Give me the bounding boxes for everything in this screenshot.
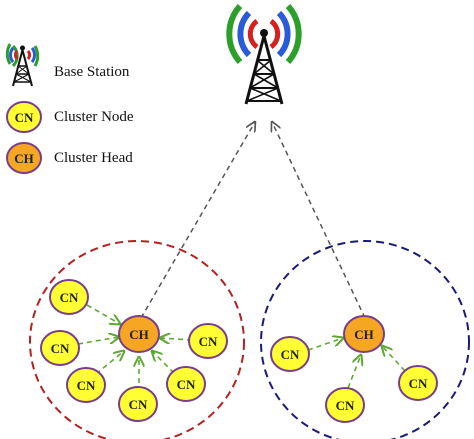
svg-text:CN: CN	[129, 397, 148, 412]
cluster-node: CN	[40, 330, 80, 366]
cluster-head: CH	[343, 315, 385, 353]
svg-text:CN: CN	[281, 347, 300, 362]
svg-text:CN: CN	[177, 377, 196, 392]
legend-base-station-label: Base Station	[54, 64, 130, 80]
cluster-node: CN	[270, 336, 310, 372]
svg-text:CN: CN	[199, 334, 218, 349]
svg-text:CH: CH	[129, 327, 149, 342]
cluster-node-legend-icon: CN	[6, 101, 42, 133]
member-arrows-right	[307, 338, 406, 389]
cluster-right-boundary	[260, 240, 470, 439]
svg-text:CN: CN	[51, 341, 70, 356]
svg-text:CN: CN	[77, 378, 96, 393]
cluster-node: CN	[398, 365, 438, 401]
svg-text:CN: CN	[60, 290, 79, 305]
cluster-node: CN	[49, 279, 89, 315]
cluster-head-legend-icon: CH	[6, 142, 42, 174]
cluster-left-boundary	[29, 240, 245, 439]
svg-text:CH: CH	[14, 151, 34, 166]
cluster-head: CH	[118, 315, 160, 353]
legend: Base Station CN Cluster Node CH Cluster …	[5, 43, 134, 174]
cluster-node: CN	[66, 367, 106, 403]
member-arrows-left	[77, 304, 193, 392]
svg-text:CN: CN	[336, 398, 355, 413]
legend-cluster-head-label: Cluster Head	[54, 150, 133, 166]
uplink-arrow-left	[140, 122, 255, 319]
uplink-arrow-right	[272, 122, 366, 319]
svg-text:CN: CN	[15, 110, 34, 125]
cluster-node: CN	[188, 323, 228, 359]
cluster-node: CN	[166, 366, 206, 402]
cluster-node: CN	[325, 387, 365, 423]
cluster-node: CN	[118, 386, 158, 422]
base-station-icon	[226, 4, 302, 105]
base-station-legend-icon	[5, 43, 40, 87]
svg-text:CH: CH	[354, 327, 374, 342]
legend-cluster-node-label: Cluster Node	[54, 109, 134, 125]
svg-text:CN: CN	[409, 376, 428, 391]
